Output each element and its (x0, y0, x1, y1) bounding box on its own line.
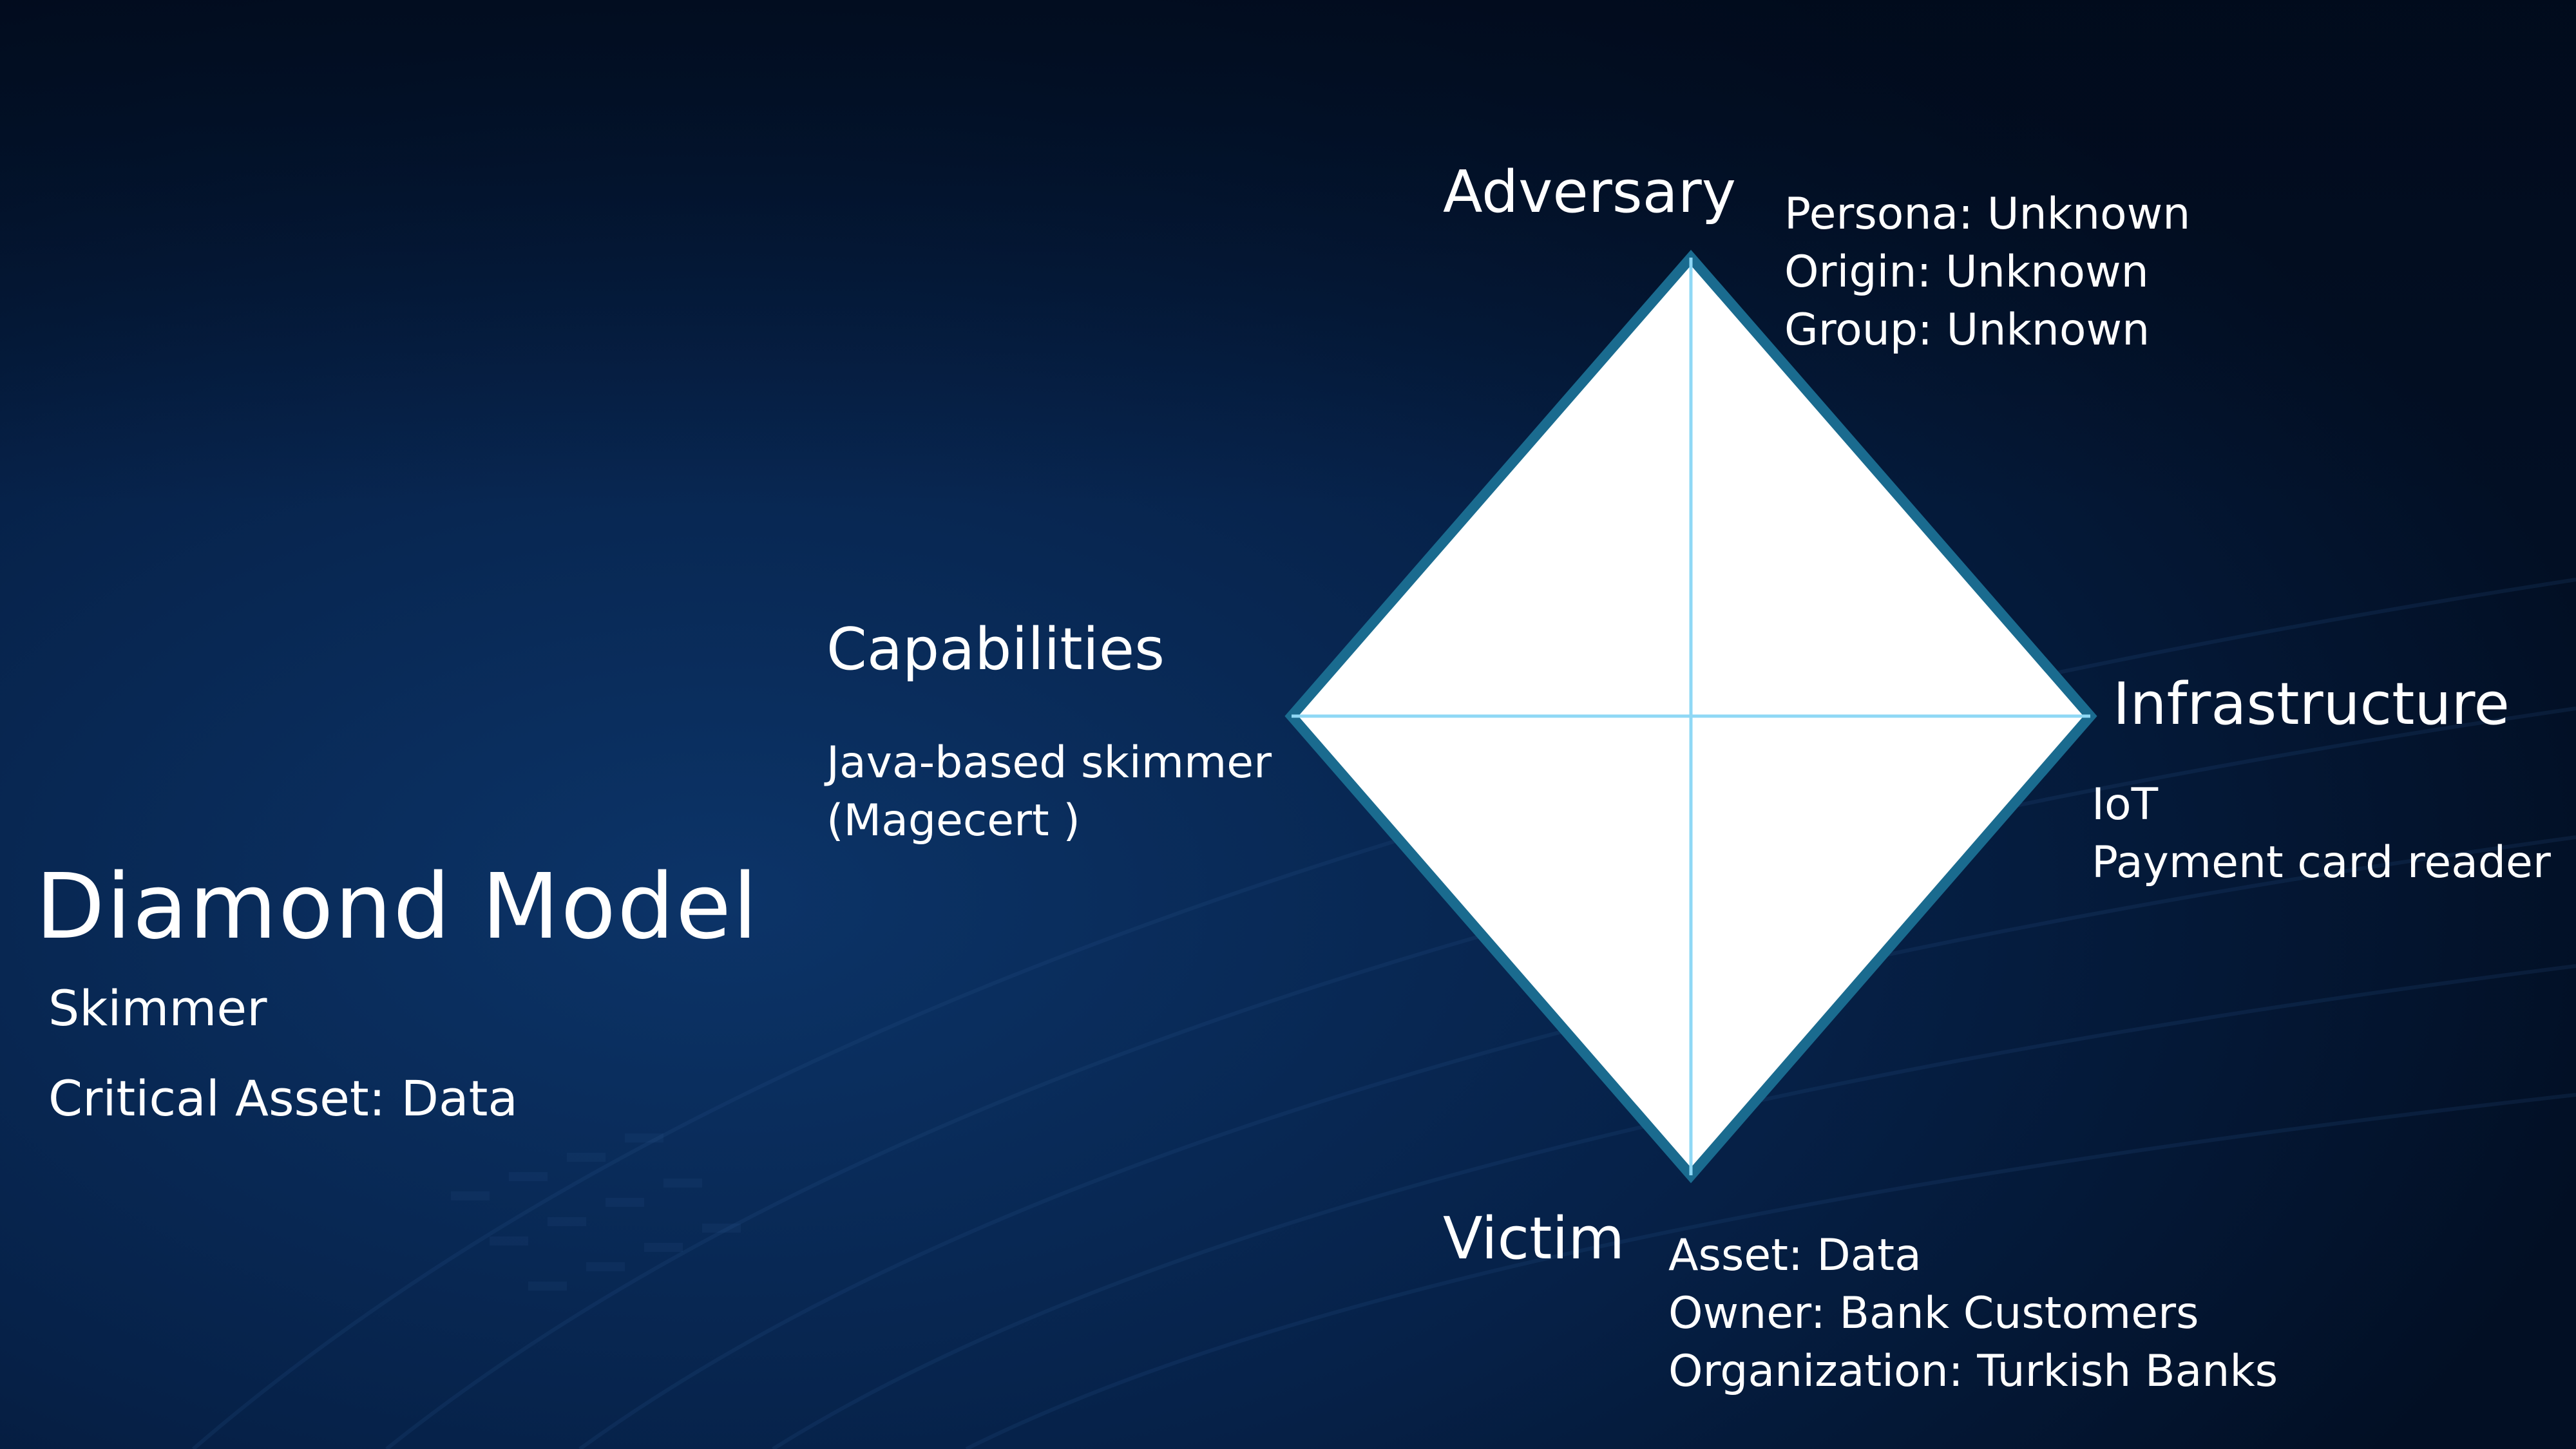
infrastructure-card-reader: Payment card reader (2092, 837, 2551, 888)
adversary-persona: Persona: Unknown (1784, 189, 2191, 240)
slide-subtitle-critical-asset: Critical Asset: Data (48, 1070, 518, 1127)
slide-title: Diamond Model (35, 855, 759, 960)
capabilities-skimmer: Java-based skimmer (826, 737, 1272, 788)
adversary-label: Adversary (1443, 158, 1737, 226)
capabilities-details: Java-based skimmer (Magecert ) (826, 734, 1272, 850)
adversary-origin: Origin: Unknown (1784, 247, 2149, 298)
adversary-group: Group: Unknown (1784, 305, 2150, 355)
victim-owner: Owner: Bank Customers (1668, 1288, 2199, 1339)
adversary-details: Persona: Unknown Origin: Unknown Group: … (1784, 185, 2190, 359)
infrastructure-label: Infrastructure (2113, 670, 2510, 738)
victim-organization: Organization: Turkish Banks (1668, 1346, 2278, 1397)
victim-asset: Asset: Data (1668, 1230, 1922, 1281)
victim-details: Asset: Data Owner: Bank Customers Organi… (1668, 1227, 2278, 1401)
infrastructure-iot: IoT (2092, 779, 2159, 830)
victim-label: Victim (1443, 1205, 1625, 1273)
slide-subtitle-skimmer: Skimmer (48, 980, 267, 1037)
capabilities-label: Capabilities (826, 616, 1165, 683)
infrastructure-details: IoT Payment card reader (2092, 776, 2551, 892)
capabilities-magecert: (Magecert ) (826, 795, 1080, 846)
